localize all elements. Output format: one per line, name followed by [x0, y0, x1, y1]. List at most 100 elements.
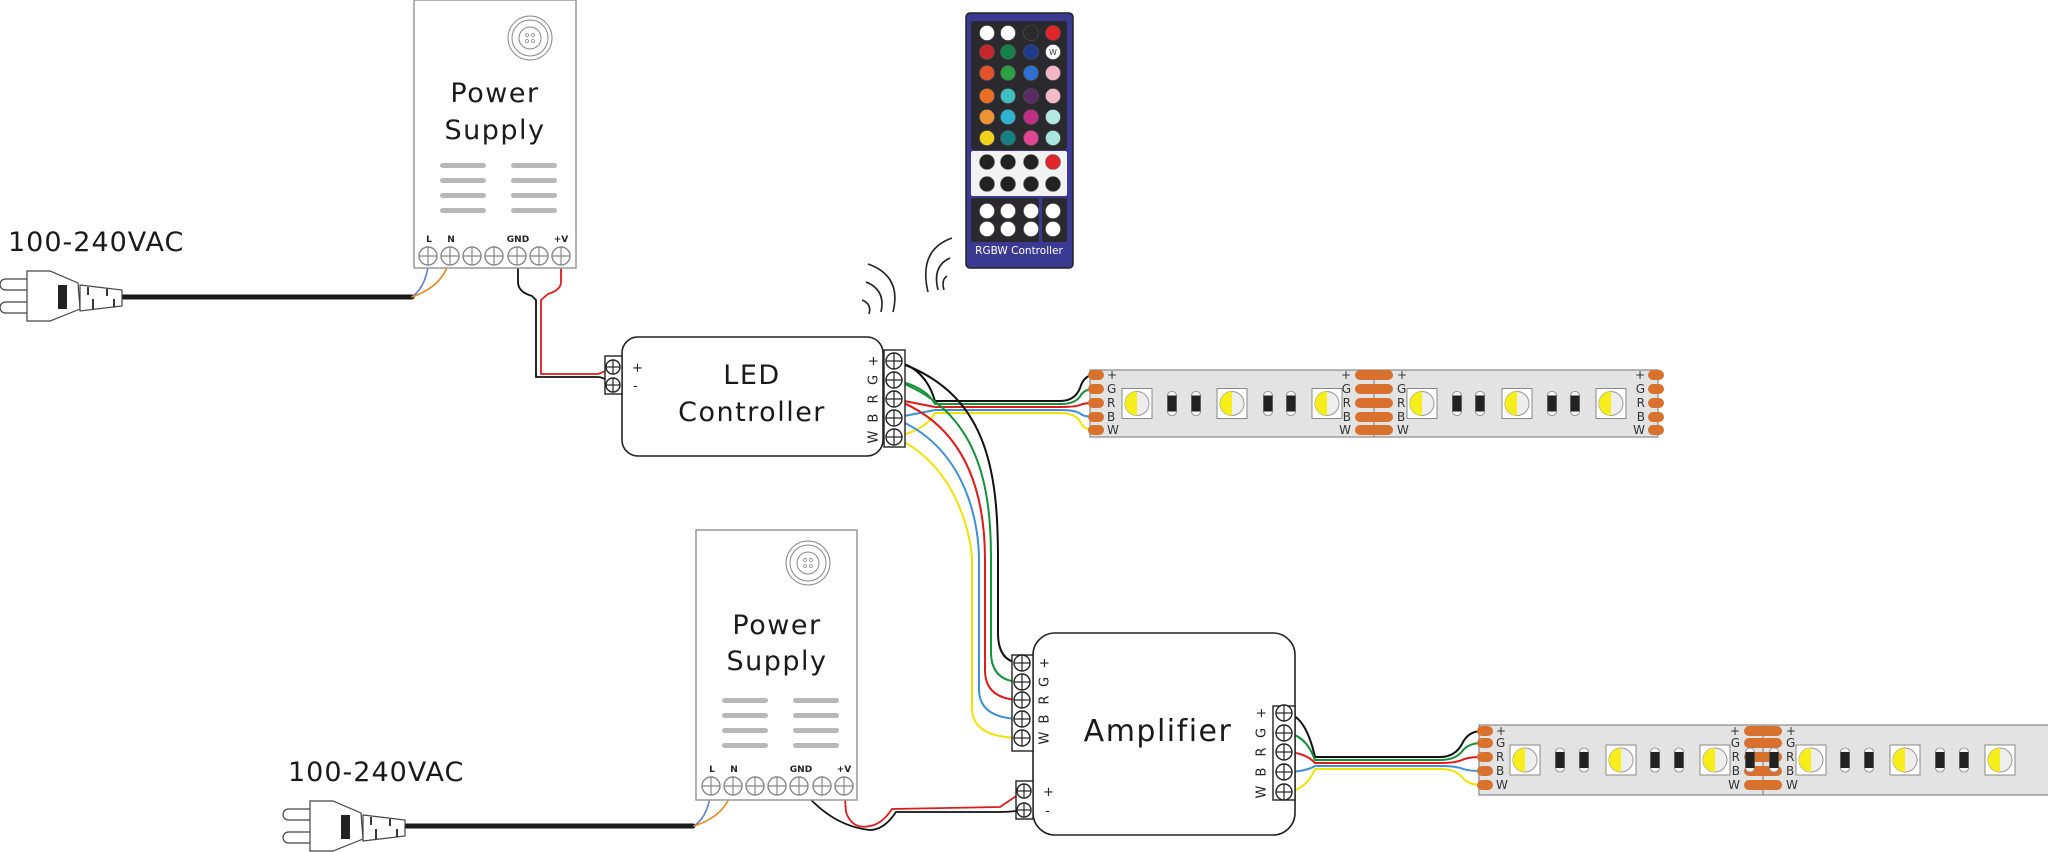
- resistor: [1167, 391, 1177, 416]
- remote-color-button[interactable]: [979, 44, 995, 60]
- amplifier-input-label: R: [1038, 695, 1053, 704]
- ac-input-label: 100-240VAC: [288, 757, 464, 788]
- remote-function-button[interactable]: [1045, 176, 1061, 192]
- remote-function-button[interactable]: [1023, 154, 1039, 170]
- remote-color-button[interactable]: [1000, 44, 1016, 60]
- vent-slot: [440, 178, 486, 183]
- pad-label: G: [1397, 382, 1406, 396]
- terminal-screw: [605, 377, 621, 393]
- remote-color-button[interactable]: [1023, 65, 1039, 81]
- pad-label: W: [1339, 423, 1351, 437]
- amplifier-input-label: B: [1038, 715, 1053, 724]
- amplifier-title: Amplifier: [1084, 714, 1233, 749]
- wire: [843, 785, 1025, 828]
- remote-color-button[interactable]: [979, 88, 995, 104]
- remote-function-button[interactable]: [1045, 154, 1061, 170]
- remote-color-button[interactable]: [1023, 44, 1039, 60]
- wire: [893, 360, 1095, 402]
- vent-slot: [722, 728, 768, 733]
- ac-input-label: 100-240VAC: [8, 227, 184, 258]
- remote-function-button[interactable]: [1023, 203, 1039, 219]
- vent-slot: [793, 713, 839, 718]
- solder-pad: [1088, 384, 1104, 394]
- amplifier-output-label: G: [1255, 728, 1270, 738]
- remote-function-button[interactable]: [1000, 176, 1016, 192]
- remote-color-button[interactable]: [979, 130, 995, 146]
- pad-label: R: [1496, 750, 1504, 764]
- pad-label: +: [1496, 724, 1506, 738]
- remote-color-button[interactable]: [1045, 109, 1061, 125]
- pad-label: W: [1107, 423, 1119, 437]
- remote-color-button[interactable]: [1023, 109, 1039, 125]
- remote-color-button[interactable]: [1000, 109, 1016, 125]
- remote-function-button[interactable]: [1045, 203, 1061, 219]
- remote-buttons: W: [979, 25, 1061, 237]
- vent-slot: [511, 163, 557, 168]
- pad-label: +: [1730, 724, 1740, 738]
- remote-function-button[interactable]: [1045, 221, 1061, 237]
- remote-color-button[interactable]: [1000, 65, 1016, 81]
- remote-color-button[interactable]: [1045, 130, 1061, 146]
- pad-label: +: [1397, 368, 1407, 382]
- vent-slot: [722, 698, 768, 703]
- terminal-screw: [418, 246, 438, 266]
- remote-color-button[interactable]: [1000, 88, 1016, 104]
- remote-color-button[interactable]: [1023, 130, 1039, 146]
- remote-function-button[interactable]: [1023, 221, 1039, 237]
- smd-led: [1595, 388, 1627, 419]
- solder-pad: [1477, 780, 1493, 790]
- remote-color-button[interactable]: [1045, 25, 1061, 41]
- remote-function-button[interactable]: [1000, 203, 1016, 219]
- remote-function-button[interactable]: [1000, 154, 1016, 170]
- pad-label: W: [1397, 423, 1409, 437]
- wire: [1283, 732, 1483, 761]
- remote-color-button[interactable]: [1000, 25, 1016, 41]
- terminal-screw: [789, 776, 809, 796]
- fan-icon: [785, 540, 831, 586]
- remote-color-button[interactable]: [1045, 65, 1061, 81]
- terminal-screw: [834, 776, 854, 796]
- remote-function-button[interactable]: [979, 203, 995, 219]
- smd-led: [1216, 388, 1248, 419]
- remote-color-button[interactable]: [1023, 88, 1039, 104]
- remote-color-button[interactable]: [979, 25, 995, 41]
- pad-label: B: [1343, 410, 1351, 424]
- fan-icon: [507, 15, 553, 61]
- remote-color-button[interactable]: [1045, 88, 1061, 104]
- amplifier-input-label: G: [1038, 677, 1053, 687]
- resistor: [1650, 747, 1660, 773]
- smd-led: [1406, 388, 1438, 419]
- remote-color-button[interactable]: [1045, 44, 1061, 60]
- remote-function-button[interactable]: [979, 176, 995, 192]
- terminal-screw: [1275, 763, 1293, 781]
- remote-color-button[interactable]: [979, 65, 995, 81]
- resistor: [1286, 391, 1296, 416]
- vent-slot: [440, 163, 486, 168]
- remote-function-button[interactable]: [1000, 221, 1016, 237]
- resistor: [1959, 747, 1969, 773]
- remote-function-button[interactable]: [1023, 176, 1039, 192]
- wire: [517, 255, 614, 386]
- pad-label: +: [1786, 724, 1796, 738]
- pad-label: G: [1786, 736, 1795, 750]
- controller-input-plus-label: +: [632, 361, 643, 376]
- pad-label: R: [1637, 396, 1645, 410]
- vent-slot: [511, 193, 557, 198]
- pad-label: G: [1636, 382, 1645, 396]
- remote-button-w-label: W: [1049, 48, 1057, 57]
- remote-color-button[interactable]: [1000, 130, 1016, 146]
- remote-color-button[interactable]: [1023, 25, 1039, 41]
- resistor: [1263, 391, 1273, 416]
- smd-led: [1795, 744, 1827, 776]
- wire: [1283, 751, 1483, 764]
- remote-function-button[interactable]: [979, 154, 995, 170]
- solder-pad: [1088, 425, 1104, 435]
- resistor: [1769, 747, 1779, 773]
- smd-led: [1501, 388, 1533, 419]
- terminal-screw: [529, 246, 549, 266]
- remote-color-button[interactable]: [979, 109, 995, 125]
- remote-function-button[interactable]: [979, 221, 995, 237]
